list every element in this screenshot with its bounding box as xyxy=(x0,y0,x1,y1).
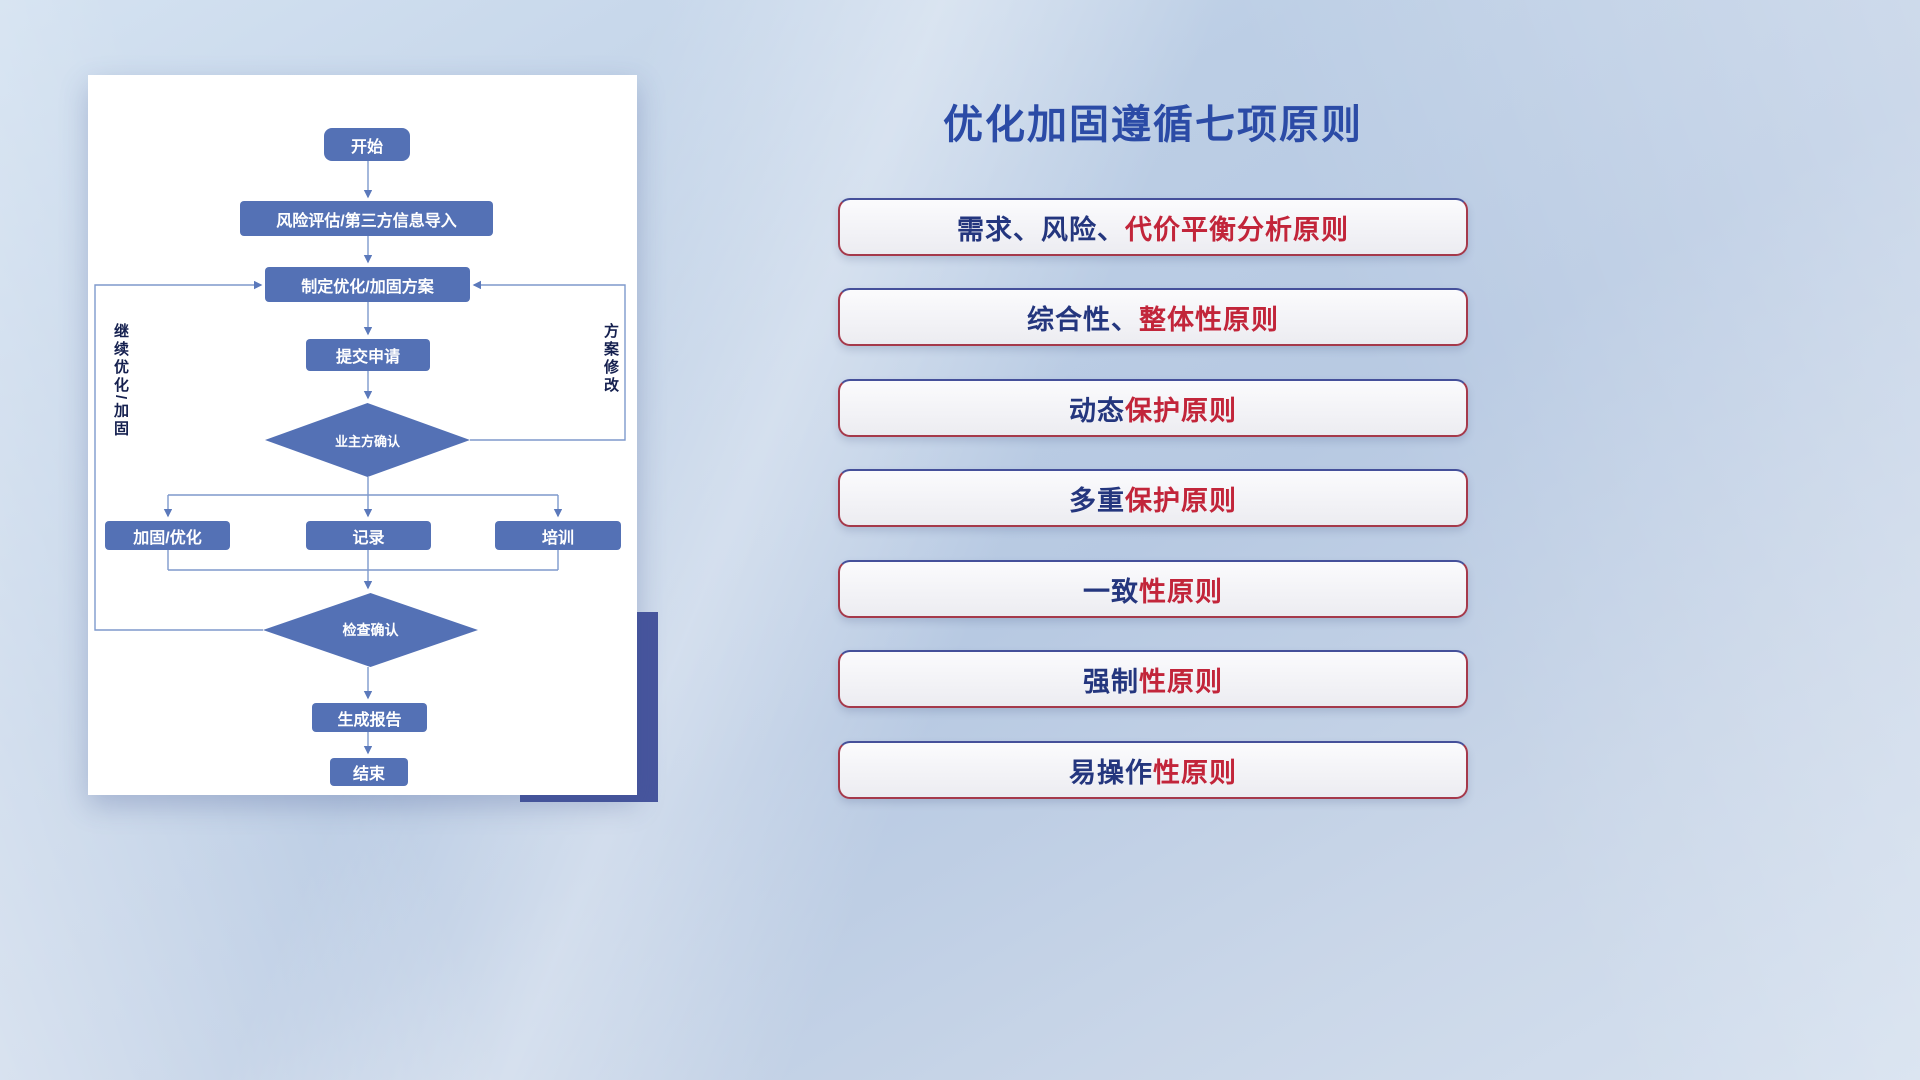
principle-7-text-blue: 易操作 xyxy=(1069,757,1153,788)
flow-node-reinforce: 加固/优化 xyxy=(105,521,230,550)
principle-box-1: 需求、风险、代价平衡分析原则 xyxy=(838,198,1468,256)
principle-2-text-blue: 综合性、 xyxy=(1027,304,1139,335)
flow-node-make-plan: 制定优化/加固方案 xyxy=(265,267,470,302)
principle-2-text-red: 整体性原则 xyxy=(1139,304,1279,335)
feedback-continue-optimize xyxy=(94,280,263,631)
flow-node-record: 记录 xyxy=(306,521,431,550)
principle-3-text-red: 保护原则 xyxy=(1125,395,1237,426)
principle-box-3: 动态保护原则 xyxy=(838,379,1468,437)
page-title: 优化加固遵循七项原则 xyxy=(943,103,1363,147)
principle-7-text-red: 性原则 xyxy=(1153,757,1237,788)
principle-box-4: 多重保护原则 xyxy=(838,469,1468,527)
principle-6-text-red: 性原则 xyxy=(1139,666,1223,697)
principle-4-text-red: 保护原则 xyxy=(1125,485,1237,516)
principle-6-text-blue: 强制 xyxy=(1083,666,1139,697)
principle-1-text-red: 代价平衡分析原则 xyxy=(1125,214,1349,245)
principle-box-2: 综合性、整体性原则 xyxy=(838,288,1468,346)
principle-box-7: 易操作性原则 xyxy=(838,741,1468,799)
flowchart-card: 开始 风险评估/第三方信息导入 制定优化/加固方案 提交申请 业主方确认 加固/… xyxy=(88,75,637,795)
flow-node-report: 生成报告 xyxy=(312,703,427,732)
flow-node-start: 开始 xyxy=(324,128,410,161)
feedback-plan-modify xyxy=(470,280,626,441)
principle-1-text-blue: 需求、风险、 xyxy=(957,214,1125,245)
flow-label-continue-optimize: 继续优化/加固 xyxy=(112,323,129,439)
principle-5-text-red: 性原则 xyxy=(1139,576,1223,607)
flow-label-plan-modify: 方案修改 xyxy=(602,323,619,395)
flow-node-submit: 提交申请 xyxy=(306,339,430,371)
flow-node-risk-import: 风险评估/第三方信息导入 xyxy=(240,201,493,236)
principle-box-6: 强制性原则 xyxy=(838,650,1468,708)
principle-4-text-blue: 多重 xyxy=(1069,485,1125,516)
principle-3-text-blue: 动态 xyxy=(1069,395,1125,426)
flow-connectors xyxy=(94,161,626,755)
flow-node-end: 结束 xyxy=(330,758,408,786)
principle-5-text-blue: 一致 xyxy=(1083,576,1139,607)
flow-node-train: 培训 xyxy=(495,521,621,550)
principle-box-5: 一致性原则 xyxy=(838,560,1468,618)
